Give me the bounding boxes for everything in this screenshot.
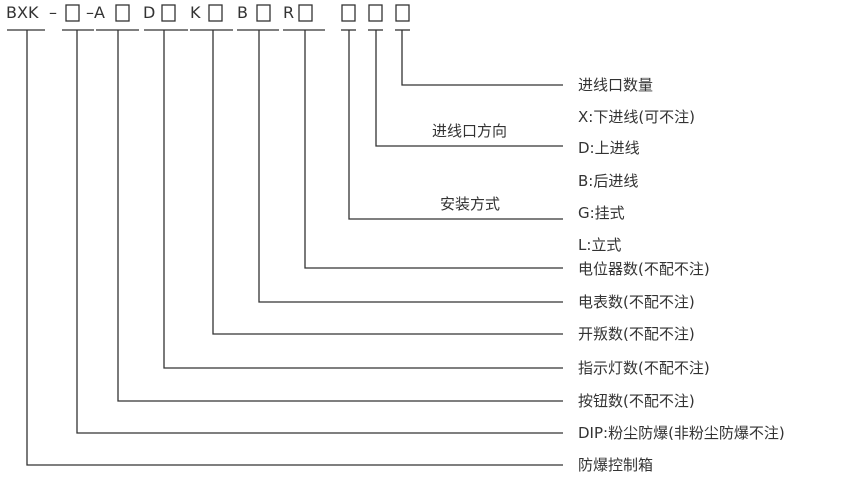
label-switch: 开叛数(不配不注)	[578, 325, 695, 343]
connector-b	[258, 30, 563, 303]
label-button: 按钮数(不配不注)	[578, 392, 695, 410]
code-box-r	[298, 4, 313, 22]
label-dir-b: B:后进线	[578, 172, 639, 190]
label-indicator: 指示灯数(不配不注)	[578, 359, 710, 377]
connector-a	[117, 30, 563, 402]
label-inlet-count: 进线口数量	[578, 76, 654, 94]
label-dir-x: X:下进线(可不注)	[578, 108, 696, 126]
code-prefix: BXK	[6, 3, 39, 22]
connector-inlet	[401, 30, 563, 86]
code-box-k	[208, 4, 223, 22]
connector-k	[212, 30, 563, 335]
label-meter: 电表数(不配不注)	[578, 293, 695, 311]
label-box: 防爆控制箱	[578, 456, 654, 474]
connector-direction	[375, 30, 563, 147]
code-box-direction	[368, 4, 383, 22]
code-box-dip	[65, 4, 80, 22]
connector-bxk	[26, 30, 563, 466]
group-label-mounting: 安装方式	[440, 195, 501, 213]
label-potentiometer: 电位器数(不配不注)	[578, 260, 710, 278]
connector-mount	[348, 30, 563, 220]
code-box-inlet	[395, 4, 410, 22]
code-box-a	[115, 4, 130, 22]
code-dash-a: –A	[86, 3, 105, 22]
code-letter-d: D	[143, 3, 156, 22]
connector-r	[304, 30, 563, 269]
label-dir-d: D:上进线	[578, 139, 640, 157]
connector-dip	[76, 30, 563, 434]
label-mount-l: L:立式	[578, 236, 622, 254]
connector-d	[163, 30, 563, 369]
code-box-b	[256, 4, 271, 22]
code-letter-b: B	[237, 3, 248, 22]
code-box-mount	[341, 4, 356, 22]
code-letter-r: R	[283, 3, 295, 22]
code-box-d	[161, 4, 176, 22]
code-letter-k: K	[190, 3, 201, 22]
label-mount-g: G:挂式	[578, 204, 625, 222]
group-label-direction: 进线口方向	[432, 122, 508, 140]
label-dip: DIP:粉尘防爆(非粉尘防爆不注)	[578, 424, 785, 442]
code-dash-1: –	[49, 3, 57, 22]
